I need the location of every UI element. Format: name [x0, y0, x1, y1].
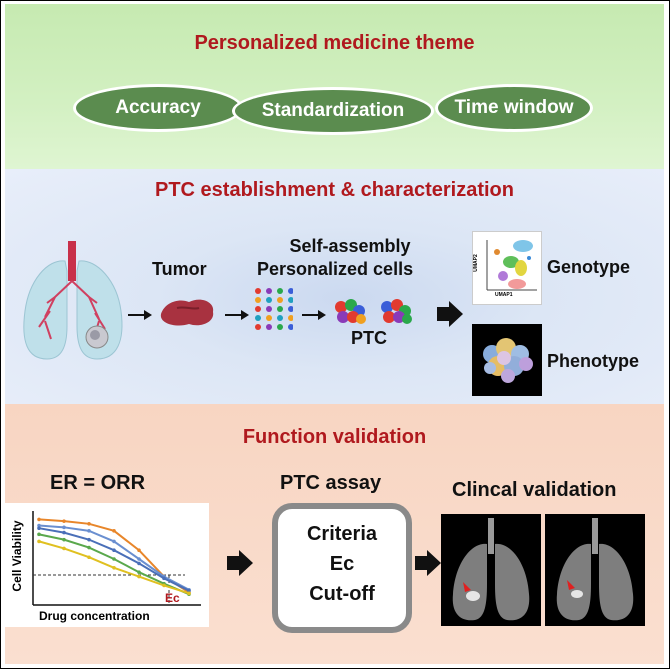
- viability-data-point: [87, 529, 91, 533]
- assay-box: Criteria Ec Cut-off: [272, 503, 412, 633]
- arrow-3: [302, 310, 326, 320]
- er-orr-label: ER = ORR: [50, 472, 146, 494]
- viability-data-point: [112, 557, 116, 561]
- arrow-1: [128, 310, 152, 320]
- viability-data-point: [87, 545, 91, 550]
- panel-personalized-medicine: Personalized medicine theme Accuracy Sta…: [5, 4, 664, 169]
- viability-data-point: [137, 574, 141, 579]
- chart-xlabel: Drug concentration: [39, 609, 150, 623]
- viability-data-point: [187, 591, 191, 596]
- viability-data-point: [137, 561, 141, 566]
- oval-time-window: Time window: [435, 84, 593, 132]
- viability-data-point: [37, 539, 41, 544]
- phenotype-image: [472, 324, 542, 396]
- lungs-illustration: [23, 241, 123, 360]
- viability-data-point: [112, 548, 116, 552]
- tumor-label: Tumor: [152, 259, 207, 279]
- viability-data-point: [37, 517, 41, 522]
- viability-data-point: [162, 583, 166, 588]
- viability-data-point: [62, 537, 66, 542]
- viability-data-point: [137, 548, 141, 552]
- chart-ec-label: Ec: [165, 591, 180, 605]
- arrow-2: [225, 310, 249, 320]
- viability-data-point: [162, 576, 166, 581]
- assay-criteria: Criteria: [306, 523, 378, 545]
- ct-scan-left: [441, 514, 541, 626]
- big-arrow-2: [227, 550, 253, 576]
- panel-ptc-establishment: PTC establishment & characterization Tum…: [5, 169, 664, 404]
- panel-function-validation: Function validation ER = ORR Cell Viabil…: [5, 404, 664, 664]
- umap-xlabel: UMAP1: [495, 292, 513, 298]
- clinical-title: Clincal validation: [452, 479, 617, 501]
- viability-data-point: [87, 522, 91, 526]
- assay-ec: Ec: [329, 553, 355, 575]
- viability-data-point: [137, 557, 141, 561]
- viability-data-point: [62, 530, 66, 535]
- panel1-title: Personalized medicine theme: [194, 32, 475, 54]
- viability-data-point: [112, 529, 116, 533]
- panel3-title: Function validation: [242, 426, 427, 448]
- viability-data-point: [112, 539, 116, 544]
- viability-data-point: [37, 526, 41, 530]
- cells-label-line2: Personalized cells: [257, 259, 414, 279]
- viability-chart: Cell Viability Ec Drug concentration: [5, 503, 209, 627]
- phenotype-label: Phenotype: [547, 351, 640, 371]
- chart-ylabel: Cell Viability: [10, 520, 24, 592]
- panel2-title: PTC establishment & characterization: [155, 179, 514, 201]
- viability-data-point: [62, 525, 66, 530]
- viability-data-point: [87, 555, 91, 560]
- viability-data-point: [187, 588, 191, 593]
- tumor-icon: [160, 299, 214, 326]
- viability-data-point: [62, 519, 66, 523]
- oval-standardization: Standardization: [232, 87, 434, 135]
- viability-data-point: [87, 537, 91, 542]
- ptc-clusters-icon: [335, 299, 412, 324]
- assay-cutoff: Cut-off: [309, 583, 375, 605]
- viability-data-point: [112, 566, 116, 570]
- viability-data-point: [37, 523, 41, 528]
- ct-scan-right: [545, 514, 645, 626]
- genotype-label: Genotype: [547, 257, 631, 277]
- ptc-label: PTC: [351, 328, 387, 348]
- umap-ylabel: UMAP2: [472, 254, 479, 272]
- big-arrow-3: [415, 550, 441, 576]
- big-arrow-1: [437, 301, 463, 327]
- cells-label-line1: Self-assembly: [289, 236, 411, 256]
- viability-data-point: [62, 546, 66, 551]
- assay-title: PTC assay: [280, 472, 382, 494]
- umap-plot: UMAP1 UMAP2: [472, 231, 542, 305]
- oval-accuracy: Accuracy: [73, 84, 243, 132]
- viability-data-point: [137, 570, 141, 574]
- viability-data-point: [37, 532, 41, 537]
- personalized-cells-icon: [255, 288, 293, 330]
